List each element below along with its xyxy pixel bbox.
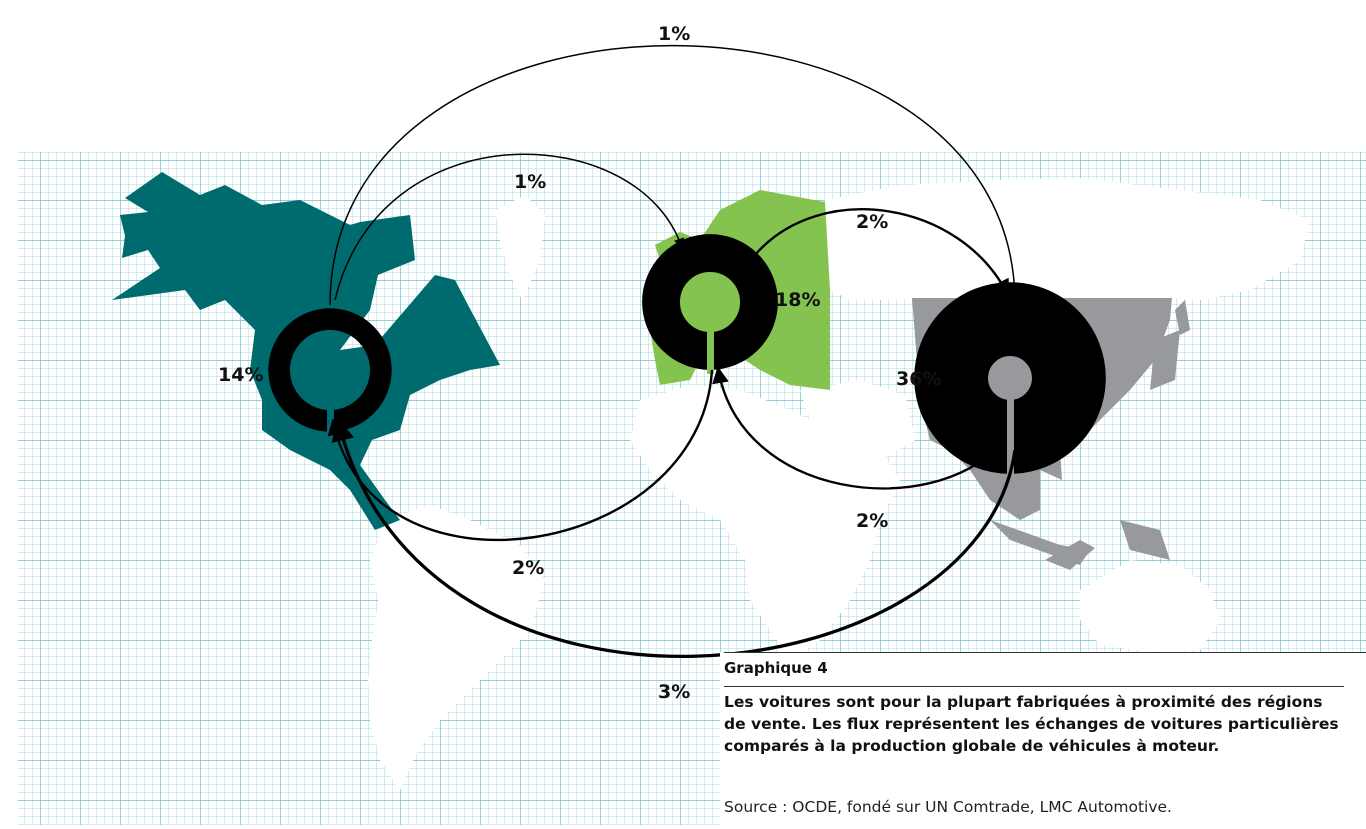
figure-title: Les voitures sont pour la plupart fabriq… — [724, 686, 1344, 757]
north-america-shape — [112, 172, 500, 530]
australia-shape — [1080, 560, 1220, 652]
flow-arrow-north-america-to-europe — [334, 153, 685, 301]
ring-gap-asia — [1007, 398, 1014, 478]
value-labels: 14% 18% 36% 1% 1% 2% 2% 2% 3% — [218, 23, 941, 703]
africa-shape — [630, 385, 900, 660]
share-label-europe: 18% — [775, 289, 820, 311]
flow-arrow-asia-to-europe — [712, 366, 1001, 490]
greenland-shape — [495, 195, 545, 300]
flow-arrow-europe-to-asia — [754, 208, 1010, 297]
flow-label-na-asia: 1% — [658, 23, 690, 45]
flow-label-na-europe: 1% — [514, 171, 546, 193]
flow-arrow-north-america-to-asia — [329, 45, 1021, 306]
trade-flows — [327, 45, 1021, 659]
figure-label: Graphique 4 — [724, 652, 1366, 684]
flow-arrow-europe-to-north-america — [327, 369, 714, 542]
chart-caption: Graphique 4 Les voitures sont pour la pl… — [720, 652, 1366, 825]
russia-shape — [825, 178, 1310, 300]
production-rings — [268, 234, 1106, 478]
flow-label-europe-asia: 2% — [856, 211, 888, 233]
flow-label-europe-na: 2% — [512, 557, 544, 579]
flow-label-asia-na: 3% — [658, 681, 690, 703]
share-label-north-america: 14% — [218, 364, 263, 386]
share-label-asia: 36% — [896, 368, 941, 390]
ring-gap-europe — [707, 330, 714, 374]
flow-label-asia-europe: 2% — [856, 510, 888, 532]
middle-east-shape — [800, 380, 915, 460]
other-landmasses — [368, 178, 1310, 790]
south-america-shape — [368, 505, 545, 790]
flow-arrow-asia-to-north-america — [331, 417, 1017, 659]
figure-source: Source : OCDE, fondé sur UN Comtrade, LM… — [724, 798, 1172, 816]
